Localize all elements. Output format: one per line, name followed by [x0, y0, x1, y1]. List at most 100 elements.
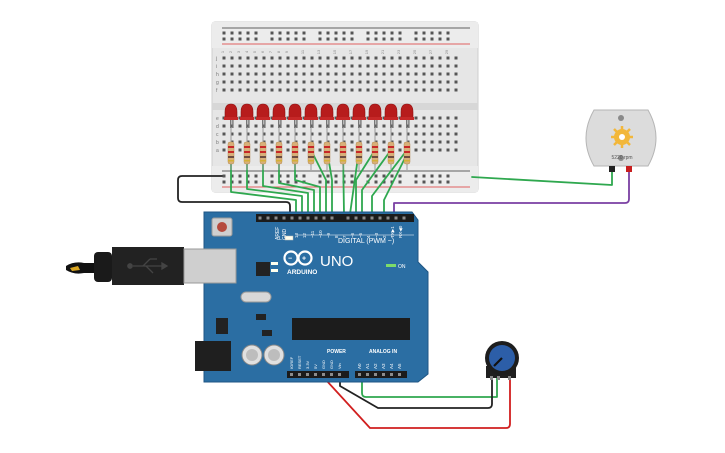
breadboard-hole[interactable] [374, 80, 378, 84]
breadboard-hole[interactable] [246, 72, 250, 76]
rail-hole[interactable] [238, 174, 242, 178]
rail-hole[interactable] [390, 37, 394, 41]
breadboard-hole[interactable] [414, 148, 418, 152]
breadboard-hole[interactable] [390, 72, 394, 76]
breadboard-hole[interactable] [398, 88, 402, 92]
breadboard-hole[interactable] [374, 56, 378, 60]
breadboard-hole[interactable] [382, 140, 386, 144]
breadboard-hole[interactable] [422, 72, 426, 76]
header-pin[interactable] [394, 216, 398, 220]
rail-hole[interactable] [342, 31, 346, 35]
breadboard-hole[interactable] [422, 148, 426, 152]
breadboard-hole[interactable] [334, 124, 338, 128]
rail-hole[interactable] [374, 37, 378, 41]
rail-hole[interactable] [446, 174, 450, 178]
breadboard-hole[interactable] [318, 148, 322, 152]
rail-hole[interactable] [318, 180, 322, 184]
rail-hole[interactable] [422, 180, 426, 184]
rail-hole[interactable] [422, 174, 426, 178]
resistor[interactable] [243, 128, 251, 170]
breadboard-hole[interactable] [398, 148, 402, 152]
breadboard-hole[interactable] [342, 64, 346, 68]
breadboard-hole[interactable] [254, 88, 258, 92]
rail-hole[interactable] [302, 37, 306, 41]
led[interactable] [384, 103, 398, 128]
breadboard-hole[interactable] [422, 124, 426, 128]
rail-hole[interactable] [294, 37, 298, 41]
breadboard-hole[interactable] [262, 72, 266, 76]
breadboard-hole[interactable] [382, 64, 386, 68]
breadboard-hole[interactable] [358, 132, 362, 136]
rail-hole[interactable] [326, 37, 330, 41]
rail-hole[interactable] [334, 31, 338, 35]
resistor[interactable] [259, 128, 267, 170]
breadboard-hole[interactable] [294, 88, 298, 92]
breadboard-hole[interactable] [318, 80, 322, 84]
breadboard-hole[interactable] [262, 64, 266, 68]
breadboard-hole[interactable] [366, 88, 370, 92]
breadboard-hole[interactable] [438, 140, 442, 144]
rail-hole[interactable] [414, 174, 418, 178]
breadboard-hole[interactable] [246, 64, 250, 68]
breadboard-hole[interactable] [222, 132, 226, 136]
breadboard-hole[interactable] [294, 80, 298, 84]
rail-hole[interactable] [438, 31, 442, 35]
breadboard-hole[interactable] [262, 56, 266, 60]
breadboard-hole[interactable] [342, 72, 346, 76]
breadboard-hole[interactable] [270, 124, 274, 128]
breadboard-hole[interactable] [414, 88, 418, 92]
breadboard-hole[interactable] [310, 72, 314, 76]
breadboard-hole[interactable] [342, 124, 346, 128]
header-pin[interactable] [330, 216, 334, 220]
breadboard-hole[interactable] [238, 148, 242, 152]
breadboard-hole[interactable] [270, 72, 274, 76]
breadboard-hole[interactable] [454, 64, 458, 68]
rail-hole[interactable] [318, 37, 322, 41]
rail-hole[interactable] [278, 174, 282, 178]
breadboard-hole[interactable] [222, 124, 226, 128]
rail-hole[interactable] [246, 37, 250, 41]
wire-gnd-breadboard[interactable] [177, 175, 291, 215]
rail-hole[interactable] [350, 180, 354, 184]
breadboard-hole[interactable] [454, 148, 458, 152]
breadboard-hole[interactable] [310, 56, 314, 60]
breadboard-hole[interactable] [398, 80, 402, 84]
rail-hole[interactable] [222, 174, 226, 178]
breadboard-hole[interactable] [334, 72, 338, 76]
resistor[interactable] [339, 128, 347, 170]
breadboard-hole[interactable] [414, 140, 418, 144]
breadboard-hole[interactable] [406, 80, 410, 84]
wire-led13[interactable] [383, 149, 410, 215]
resistor[interactable] [227, 128, 235, 170]
analog-header[interactable] [355, 371, 407, 378]
breadboard-hole[interactable] [446, 64, 450, 68]
breadboard-hole[interactable] [350, 88, 354, 92]
breadboard-hole[interactable] [270, 148, 274, 152]
bottom-header-holes[interactable] [290, 373, 401, 376]
breadboard-hole[interactable] [334, 80, 338, 84]
breadboard-hole[interactable] [390, 88, 394, 92]
rail-hole[interactable] [326, 174, 330, 178]
breadboard-hole[interactable] [374, 72, 378, 76]
breadboard-hole[interactable] [254, 56, 258, 60]
rail-hole[interactable] [230, 31, 234, 35]
breadboard-hole[interactable] [238, 132, 242, 136]
header-pin[interactable] [266, 216, 270, 220]
breadboard-hole[interactable] [278, 88, 282, 92]
breadboard-hole[interactable] [222, 88, 226, 92]
breadboard-hole[interactable] [366, 132, 370, 136]
rail-hole[interactable] [374, 180, 378, 184]
rail-hole[interactable] [222, 180, 226, 184]
breadboard-hole[interactable] [430, 148, 434, 152]
rail-hole[interactable] [398, 37, 402, 41]
breadboard-hole[interactable] [254, 80, 258, 84]
led[interactable] [320, 103, 334, 128]
rail-hole[interactable] [318, 31, 322, 35]
rail-hole[interactable] [334, 180, 338, 184]
led[interactable] [256, 103, 270, 128]
breadboard-hole[interactable] [454, 88, 458, 92]
wire-led12[interactable] [371, 149, 408, 215]
breadboard-hole[interactable] [430, 140, 434, 144]
